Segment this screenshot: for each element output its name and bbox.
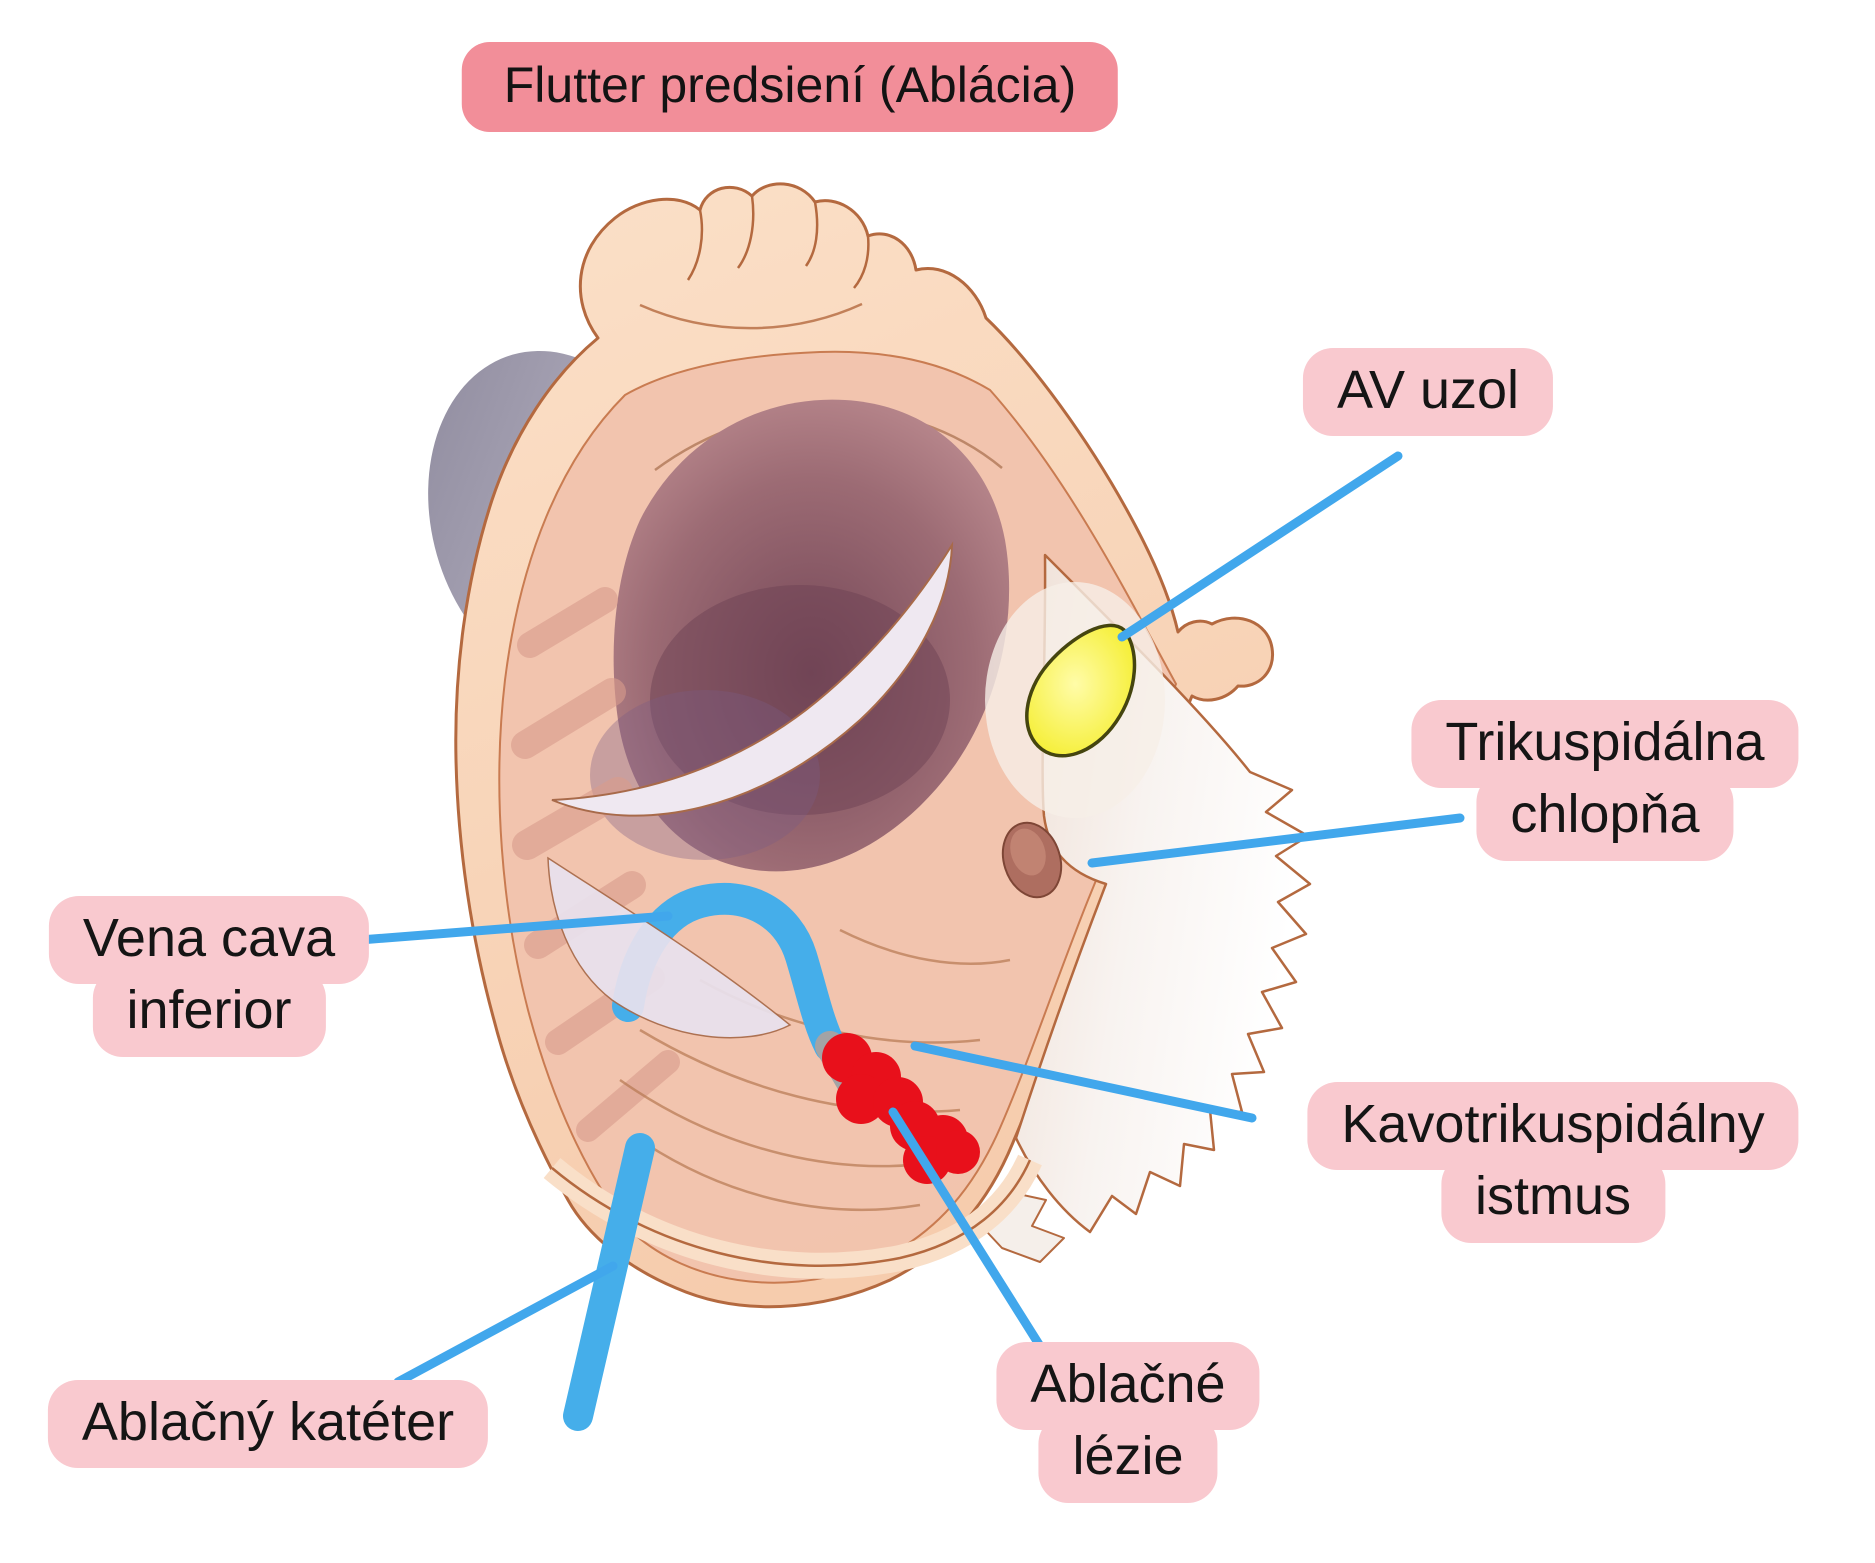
pointer-line-av-node bbox=[1117, 451, 1403, 642]
label-av-node: AV uzol bbox=[1302, 348, 1554, 437]
label-vena-cava-line1: Vena cava bbox=[48, 896, 370, 985]
diagram-title-text: Flutter predsiení (Ablácia) bbox=[461, 42, 1119, 132]
label-av-node-text: AV uzol bbox=[1302, 348, 1554, 437]
label-isthmus-line2: istmus bbox=[1440, 1154, 1666, 1243]
valve-fold bbox=[547, 856, 792, 1039]
label-cavotricuspid-isthmus: Kavotrikuspidálny istmus bbox=[1307, 1082, 1799, 1243]
label-lesions-line2: lézie bbox=[1038, 1414, 1218, 1503]
label-vena-cava-line2: inferior bbox=[92, 968, 326, 1057]
pointer-line-lesions bbox=[888, 1107, 1045, 1351]
pointer-line-vena-cava bbox=[355, 911, 673, 945]
atrium-cavity bbox=[590, 399, 1010, 872]
tricuspid-valve-leaflet bbox=[551, 541, 954, 817]
pointer-line-tricuspid bbox=[1087, 813, 1465, 868]
pointer-lines bbox=[355, 451, 1465, 1387]
label-ablation-catheter: Ablačný katéter bbox=[47, 1380, 489, 1469]
pointer-line-catheter bbox=[393, 1261, 618, 1387]
label-tricuspid-valve: Trikuspidálna chlopňa bbox=[1411, 700, 1799, 861]
label-tricuspid-line2: chlopňa bbox=[1476, 772, 1734, 861]
label-ablation-lesions: Ablačné lézie bbox=[996, 1342, 1260, 1503]
pointer-line-isthmus bbox=[910, 1041, 1257, 1123]
label-catheter-text: Ablačný katéter bbox=[47, 1380, 489, 1469]
coronary-sinus bbox=[1001, 821, 1063, 899]
diagram-title: Flutter predsiení (Ablácia) bbox=[461, 42, 1119, 132]
label-tricuspid-line1: Trikuspidálna bbox=[1411, 700, 1799, 789]
label-vena-cava-inferior: Vena cava inferior bbox=[48, 896, 370, 1057]
av-node-shape bbox=[985, 582, 1165, 818]
